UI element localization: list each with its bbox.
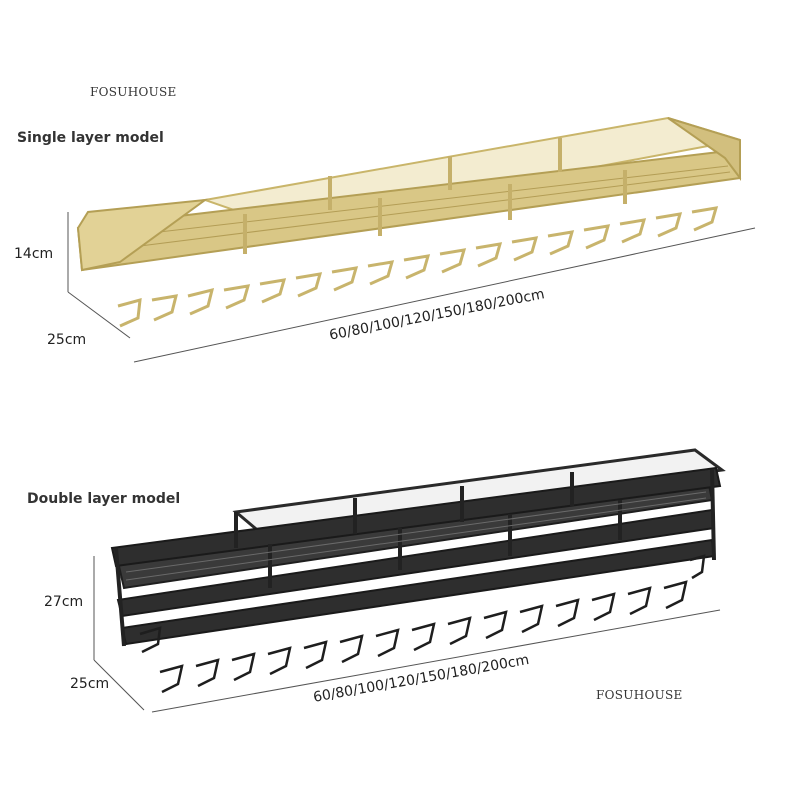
double-rack-frame (110, 448, 726, 694)
single-dimension-lines (67, 212, 756, 363)
single-rack-frame (76, 116, 742, 328)
double-layer-title: Double layer model (27, 491, 181, 507)
double-depth-dimension: 25cm (70, 676, 110, 692)
brand-logo-bottom: FOSUHOUSE (596, 688, 683, 702)
double-height-dimension: 27cm (44, 594, 84, 610)
brand-logo-top: FOSUHOUSE (90, 85, 177, 99)
single-height-dimension: 14cm (14, 246, 54, 262)
single-layer-title: Single layer model (17, 130, 164, 146)
double-dimension-lines (93, 556, 721, 713)
single-depth-dimension: 25cm (47, 332, 87, 348)
